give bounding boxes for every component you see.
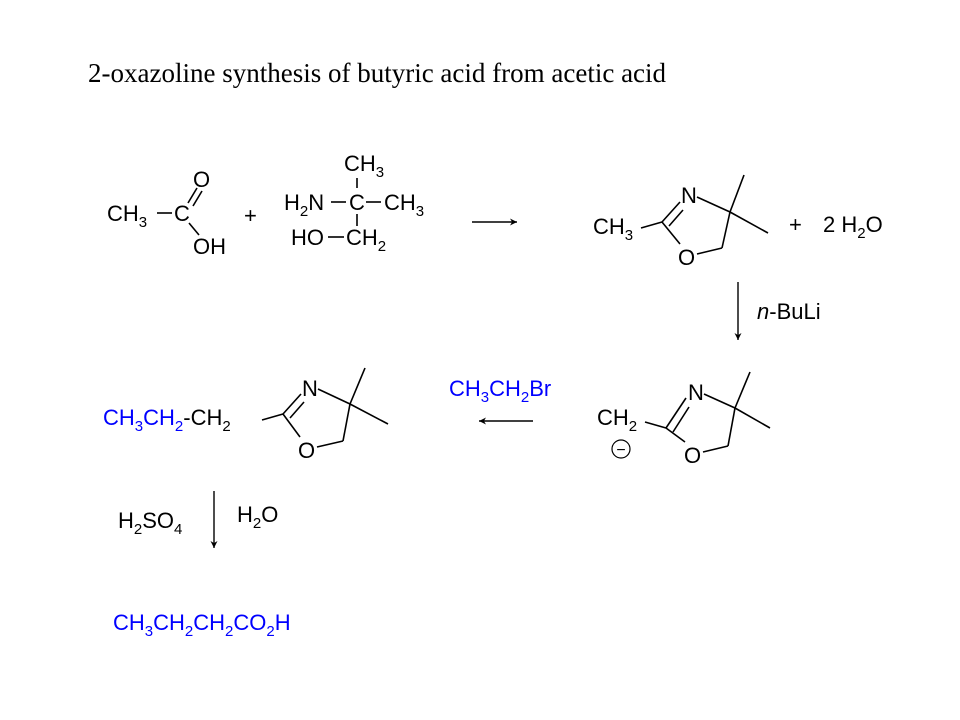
amino-alcohol: CH3 H2N C CH3 HO CH2 [284,151,424,255]
plus-sign: + [244,203,257,228]
alkylated-bond-ch2-c2 [261,413,284,421]
anion-bond-c4-methyl-b [734,407,771,429]
alkylated-oxazoline: CH3CH2-CH2 N O [103,367,389,463]
bond-c2-n-double [668,209,684,227]
anion-n: N [688,380,704,405]
oxazoline-o: O [678,245,695,270]
water-product: 2 H2O [823,212,883,242]
alkylated-bond-c4-c5 [342,403,351,442]
amino-alcohol-ch2: CH2 [346,225,386,255]
alkylated-o: O [298,438,315,463]
bond-c4-methyl-b [729,211,769,234]
oxazoline-n: N [681,183,697,208]
anion-ch2: CH2 [597,405,637,435]
amino-alcohol-quaternary-c: C [349,190,365,215]
methyl-oxazoline: CH3 N O [593,174,769,270]
acetic-acid: CH3 C O OH [107,167,226,259]
anion-bond-c4-methyl-a [734,371,751,409]
acetic-acid-carbon: C [174,201,190,226]
alkylated-bond-c4-methyl-b [349,403,389,425]
bond-c2-o [661,221,681,245]
alkylated-bond-c2-n [282,393,302,415]
amino-alcohol-ch3-right: CH3 [384,190,424,220]
bond-c4-methyl-a [729,174,745,213]
alkylated-bond-c2-n-double [289,401,305,419]
product-butyric-acid: CH3CH2CH2CO2H [113,610,291,640]
reagent-ethyl-bromide: CH3CH2Br [449,376,551,406]
reagent-water: H2O [237,502,278,532]
oxazoline-anion: CH2 − N O [597,371,771,468]
alkylated-bond-c4-methyl-a [349,367,366,405]
oxazoline-ch3: CH3 [593,214,633,244]
anion-bond-n-c4 [703,393,736,409]
amino-alcohol-ch3-top: CH3 [344,151,384,181]
negative-charge-icon [611,439,631,459]
alkylated-chain: CH3CH2-CH2 [103,405,231,435]
anion-charge: − [616,442,625,459]
acetic-acid-hydroxyl: OH [193,234,226,259]
anion-bond-c5-o [702,445,729,453]
anion-o: O [684,443,701,468]
plus-sign-2: + [789,212,802,237]
bond-c4-c5 [721,211,731,249]
amino-alcohol-hydroxyl: HO [291,225,324,250]
alkylated-n: N [302,376,318,401]
bond-c2-n [661,201,681,223]
anion-bond-c4-c5 [727,407,736,447]
slide-title: 2-oxazoline synthesis of butyric acid fr… [88,58,667,88]
anion-bond-c2-o [665,427,686,443]
anion-bond-c2-n-double [672,406,690,433]
bond-ch3-c2 [640,221,663,229]
reagent-sulfuric-acid: H2SO4 [118,508,182,538]
acetic-acid-ch3: CH3 [107,201,147,231]
bond-c-o-double-2 [192,190,203,207]
amino-group: H2N [284,190,324,220]
reagent-nbuli: n-BuLi [757,299,821,324]
alkylated-bond-c5-o [316,440,344,448]
bond-c-o-double-1 [187,187,198,204]
alkylated-bond-c2-o [282,413,301,438]
bond-c-oh [188,222,200,236]
alkylated-bond-n-c4 [317,388,351,405]
acetic-acid-carbonyl-o: O [193,167,210,192]
anion-bond-c2-n [665,397,687,429]
bond-c5-o [696,247,723,255]
bond-ch2-c2 [644,421,667,429]
bond-n-c4 [696,196,731,213]
